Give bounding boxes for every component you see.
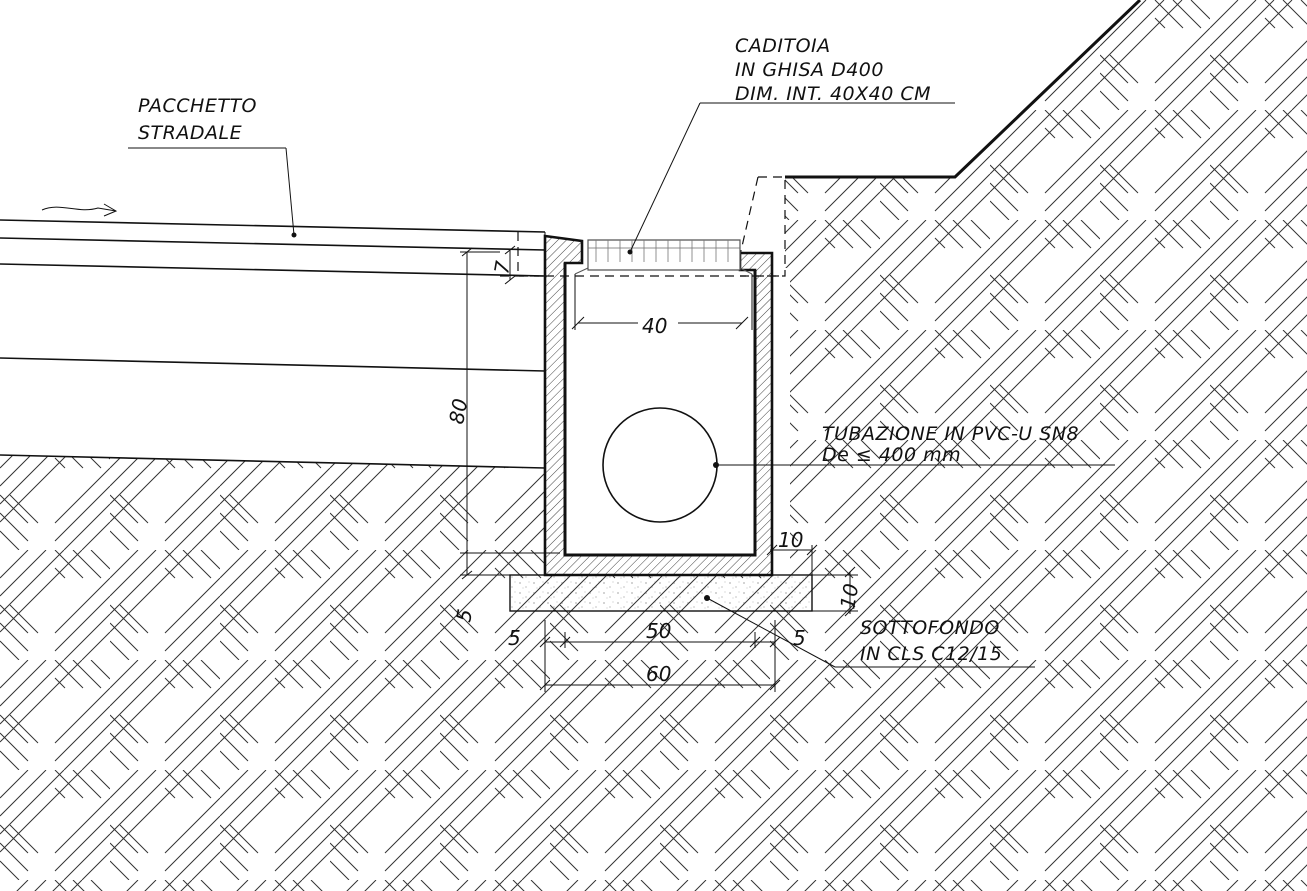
flow-direction-arrow [41, 203, 118, 217]
dimension-grate-width: 40 [571, 312, 749, 338]
dimension-wall-thickness-text: 10 [778, 528, 803, 552]
dimension-depth-text: 80 [444, 397, 472, 426]
dimension-wall-thickness: 10 [766, 528, 818, 575]
dimension-left-margin-text: 5 [508, 626, 521, 650]
dimension-grate-height: 7 [489, 245, 516, 285]
dimension-slab-width-text: 60 [646, 662, 671, 686]
dimension-slab-thickness: 10 [812, 566, 863, 617]
dimension-slab-width: 60 [539, 662, 781, 691]
label-caditoia-line2: IN GHISA D400 [735, 59, 884, 81]
leader-caditoia: CADITOIA IN GHISA D400 DIM. INT. 40X40 C… [627, 35, 955, 255]
leader-sottofondo: SOTTOFONDO IN CLS C12/15 [706, 597, 1035, 668]
label-pacchetto-line2: STRADALE [138, 122, 242, 144]
cast-iron-grate [574, 239, 753, 330]
label-caditoia-line1: CADITOIA [735, 35, 831, 57]
chamber-walls [543, 234, 774, 577]
dimension-slab-thickness-text: 10 [835, 582, 863, 611]
dimension-grate-width-text: 40 [642, 314, 667, 338]
leader-tubazione: TUBAZIONE IN PVC-U SN8 De ≤ 400 mm [716, 423, 1115, 466]
dashed-outline-right [739, 176, 786, 277]
dimension-inner-width-text: 50 [646, 619, 671, 643]
dimension-right-margin-text: 5 [793, 626, 806, 650]
embankment-profile-line [785, 0, 1142, 179]
label-pacchetto-line1: PACCHETTO [138, 95, 257, 117]
label-caditoia-line3: DIM. INT. 40X40 CM [735, 83, 931, 105]
dimension-base-offset-text: 5 [451, 607, 477, 624]
dimension-chain-bottom: 5 50 5 [508, 619, 806, 692]
label-tubazione-line2: De ≤ 400 mm [822, 444, 961, 466]
label-sottofondo-line2: IN CLS C12/15 [860, 643, 1002, 665]
road-pavement-layers [0, 219, 546, 469]
label-tubazione-line1: TUBAZIONE IN PVC-U SN8 [822, 423, 1079, 445]
dimension-depth: 80 5 [444, 247, 560, 624]
pvc-pipe [602, 407, 719, 523]
dimension-grate-height-text: 7 [489, 259, 515, 276]
leader-pacchetto-stradale: PACCHETTO STRADALE [128, 95, 297, 238]
label-sottofondo-line1: SOTTOFONDO [860, 617, 1000, 639]
concrete-base-slab [509, 574, 813, 612]
